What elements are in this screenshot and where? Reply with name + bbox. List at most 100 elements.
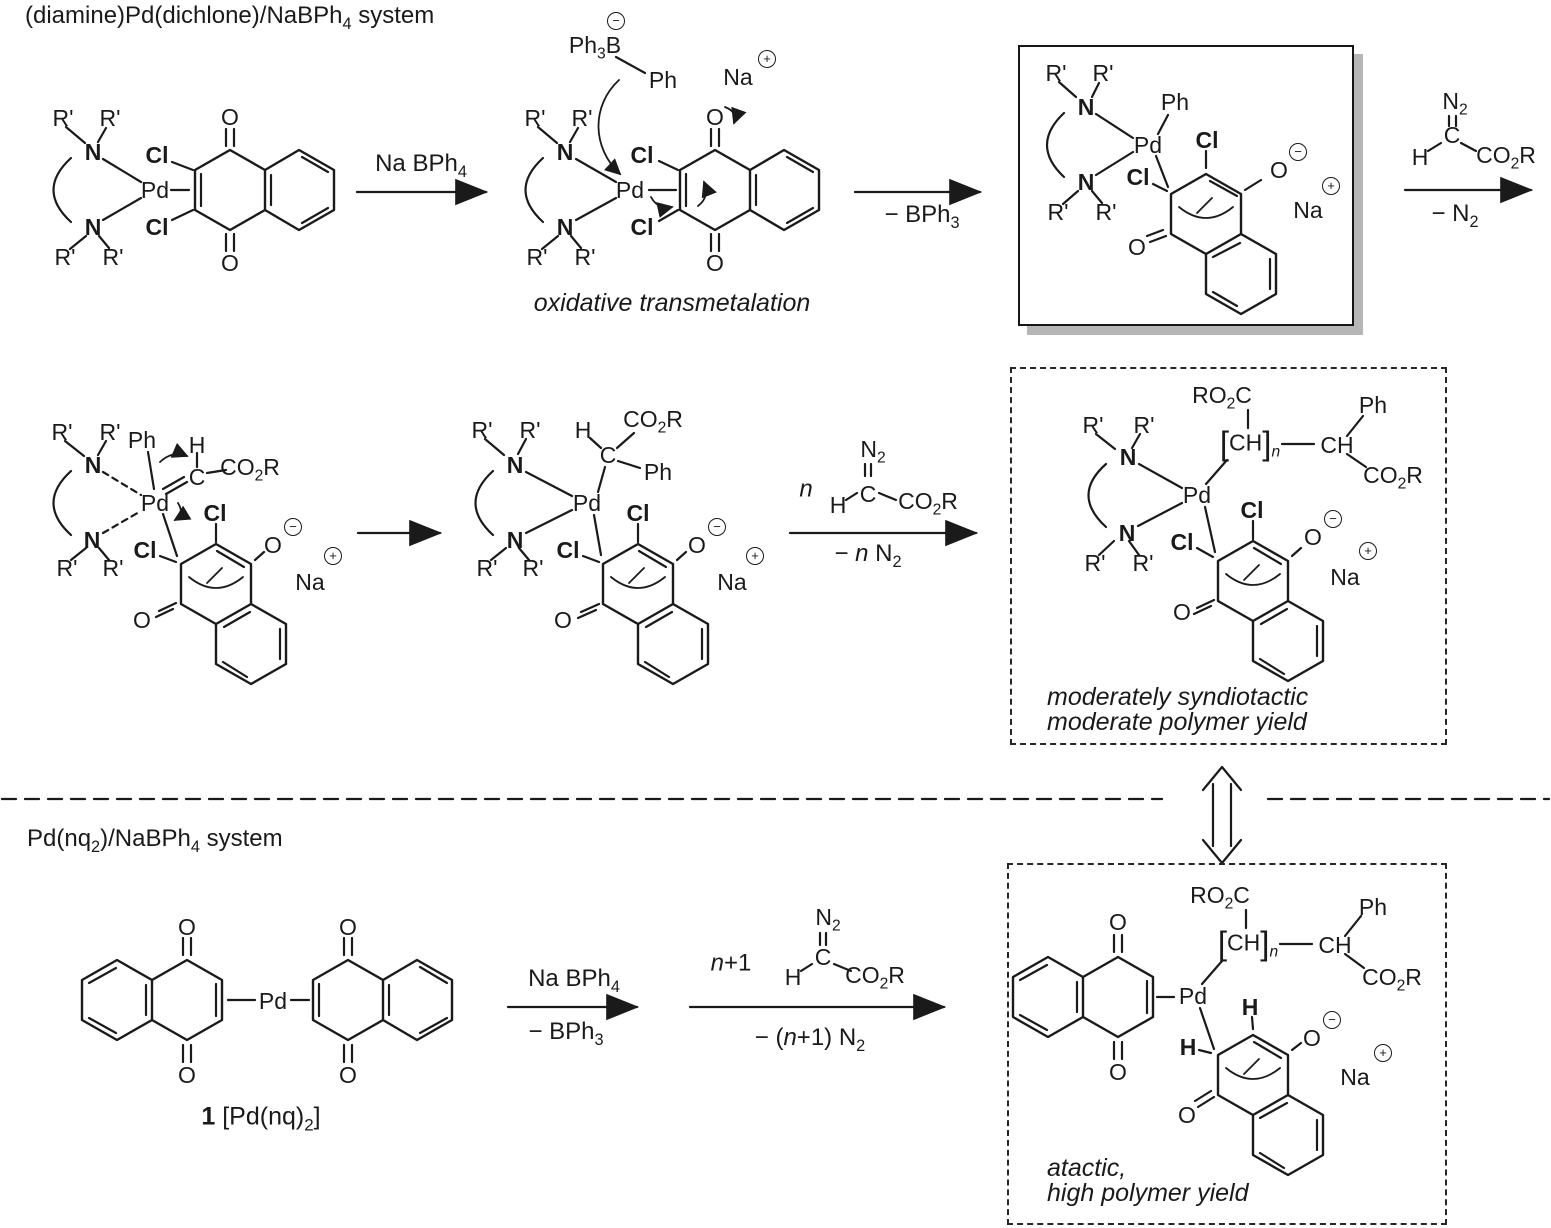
right-bracket: ]: [1260, 924, 1270, 962]
r-prime-label: R': [574, 243, 596, 270]
oxygen-label: O: [221, 103, 239, 130]
oxygen-label: O: [706, 103, 724, 130]
structure-carbene-insertion-bonds: [52, 439, 288, 686]
diamine-backbone-arc: [52, 156, 73, 224]
curved-arrow-pd-bond: [650, 196, 674, 218]
diamine-backbone-arc: [52, 469, 73, 537]
diazoester-reagent-1: [1403, 114, 1534, 204]
diamine-backbone-arc: [1087, 462, 1108, 529]
top-system-title: (diamine)Pd(dichlone)/NaBPh4 system: [25, 2, 435, 33]
double-bond-lines: [1192, 546, 1319, 676]
atactic-caption-line2: high polymer yield: [1047, 1178, 1249, 1207]
structure-borate-attack-bonds: [524, 55, 821, 253]
partial-bond-slash: [206, 567, 223, 584]
r-prime-label: R': [1132, 549, 1154, 576]
double-bond-lines: [1018, 933, 1319, 1170]
positive-charge-symbol: +: [1359, 542, 1377, 560]
r-prime-label: R': [522, 554, 544, 581]
partial-bond-slash: [1243, 564, 1260, 581]
nitrogen-label: N: [84, 138, 102, 165]
repeat-subscript-n: n: [1271, 443, 1281, 461]
syndiotactic-caption-line2: moderate polymer yield: [1047, 707, 1307, 736]
oxygen-anion-label: O: [1303, 1024, 1321, 1051]
r-prime-label: R': [524, 104, 546, 131]
nitrogen-label: N: [506, 526, 524, 553]
ring-outlines: [80, 958, 454, 1042]
polymer-ch-text: CH: [1229, 429, 1263, 456]
polymer-ester-label: RO2C: [1190, 881, 1250, 913]
r-prime-label: R': [102, 554, 124, 581]
ester-group-label: CO2R: [845, 961, 905, 993]
carbene-carbon-label: C: [1443, 121, 1461, 148]
open-vertical-arrow: [1201, 765, 1243, 865]
right-bracket: ]: [1262, 424, 1272, 462]
structure-ph-pd-intermediate-bonds: [1045, 80, 1278, 316]
double-bond-lines: [87, 936, 449, 1064]
palladium-label: Pd: [572, 489, 602, 516]
r-prime-label: R': [571, 104, 593, 131]
double-bond-lines: [199, 127, 330, 253]
nitrogen-label: N: [1077, 93, 1095, 120]
diazoester-h-label: H: [784, 963, 802, 990]
nitrogen-label: N: [84, 213, 102, 240]
reagent-label-nabph4: Na BPh4: [528, 965, 620, 996]
r-prime-label: R': [102, 243, 124, 270]
single-bonds: [1057, 80, 1263, 206]
repeat-subscript-n: n: [1269, 943, 1279, 961]
alkyl-h-label: H: [574, 416, 592, 443]
oxygen-label: O: [706, 249, 724, 276]
palladium-label: Pd: [258, 987, 288, 1014]
palladium-label: Pd: [1182, 481, 1212, 508]
oxygen-label: O: [1109, 908, 1127, 935]
double-bond-dashes: [818, 931, 828, 947]
r-prime-label: R': [1045, 59, 1067, 86]
alkyl-carbon-label: C: [599, 441, 617, 468]
resonance-arc: [610, 576, 666, 589]
single-bonds: [1426, 141, 1478, 153]
r-prime-label: R': [1092, 59, 1114, 86]
nitrogen-label: N: [83, 526, 101, 553]
dashed-n-pd-bonds: [101, 470, 143, 535]
curved-arrow-borate-to-pd: [597, 79, 622, 176]
sodium-label: Na: [1293, 196, 1323, 223]
chain-end-ch-label: CH: [1318, 931, 1352, 958]
positive-charge-symbol: +: [1374, 1044, 1392, 1062]
negative-charge-symbol: −: [708, 518, 726, 536]
structure-alkyl-pd-bonds: [474, 431, 710, 686]
negative-charge-symbol: −: [1323, 1011, 1341, 1029]
arrow-n-diazo: [788, 462, 979, 547]
single-bonds: [64, 125, 195, 251]
chlorine-label: Cl: [133, 536, 157, 563]
palladium-label: Pd: [1133, 131, 1163, 158]
sodium-label: Na: [1330, 563, 1360, 590]
palladium-label: Pd: [140, 489, 170, 516]
negative-charge-symbol: −: [607, 12, 625, 30]
chlorine-label: Cl: [203, 499, 227, 526]
triphenylborate-label: Ph3B: [568, 31, 622, 63]
oxygen-label: O: [339, 913, 357, 940]
ester-group-label: CO2R: [898, 487, 958, 519]
chlorine-label: Cl: [1195, 126, 1219, 153]
diazo-n2-label: N2: [815, 903, 841, 935]
chlorine-label: Cl: [1240, 496, 1264, 523]
intermediate-highlight-box: [1018, 45, 1354, 326]
polymer-ester-label: RO2C: [1192, 381, 1252, 413]
curved-arrow-pd: [173, 502, 192, 521]
diamine-backbone-arc: [474, 469, 495, 537]
sodium-label: Na: [295, 568, 325, 595]
sodium-label: Na: [723, 63, 753, 90]
structure-polymer-pd-bonds: [1087, 408, 1368, 683]
curved-arrow-ring: [697, 180, 717, 207]
ring-outlines: [601, 542, 710, 686]
positive-charge-symbol: +: [758, 50, 776, 68]
single-bonds: [844, 491, 898, 502]
oxygen-label: O: [178, 1061, 196, 1088]
polymer-ch-bracket: [CH]n: [1218, 924, 1279, 962]
double-bond-dashes: [1447, 114, 1458, 128]
phenyl-label: Ph: [648, 66, 678, 93]
ring-outlines: [193, 148, 336, 232]
positive-charge-symbol: +: [746, 547, 764, 565]
structure-pd-nq2-bonds: [80, 936, 454, 1064]
positive-charge-symbol: +: [324, 547, 342, 565]
